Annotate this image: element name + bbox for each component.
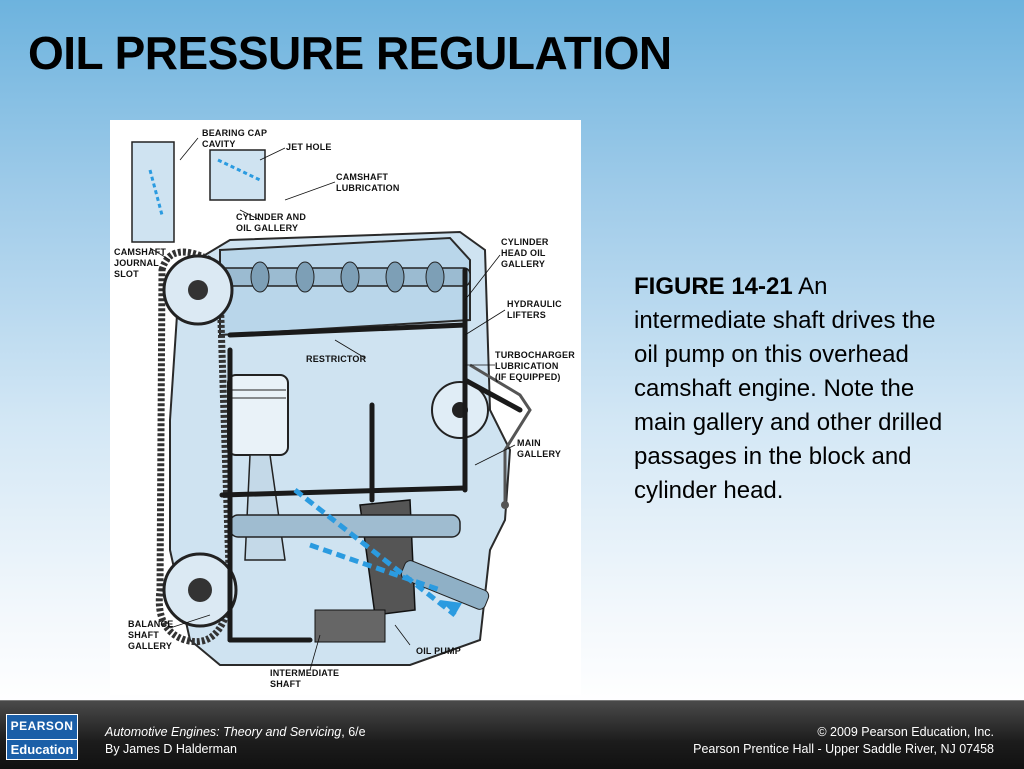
camshaft-bearing-inset — [131, 141, 175, 243]
pearson-logo: PEARSON Education — [6, 714, 78, 760]
lifter-inset — [209, 149, 266, 201]
piston — [227, 374, 289, 456]
label-bearing-cap: BEARING CAP — [202, 128, 267, 138]
book-info: Automotive Engines: Theory and Servicing… — [105, 724, 366, 758]
caption-text: An intermediate shaft drives the oil pum… — [634, 273, 943, 504]
turbocharger-oil-line — [469, 363, 532, 505]
intermediate-shaft — [400, 560, 490, 610]
label-balance-gallery: GALLERY — [128, 641, 172, 651]
label-camshaft-journal: CAMSHAFT — [114, 247, 166, 257]
label-restrictor: RESTRICTOR — [306, 354, 367, 364]
label-cylinder-and: CYLINDER AND — [236, 212, 306, 222]
oil-flow-arrowhead — [440, 600, 462, 615]
label-hydraulic: HYDRAULIC — [507, 299, 562, 309]
label-oil-pump: OIL PUMP — [416, 646, 461, 656]
publisher-text: Pearson Prentice Hall - Upper Saddle Riv… — [693, 742, 994, 756]
logo-education-text: Education — [7, 739, 77, 757]
book-edition: , 6/e — [341, 725, 366, 739]
label-intermediate-shaft: SHAFT — [270, 679, 301, 689]
label-slot: SLOT — [114, 269, 139, 279]
figure-caption: FIGURE 14-21 An intermediate shaft drive… — [634, 270, 964, 508]
engine-cutaway-illustration: BEARING CAP CAVITY JET HOLE CAMSHAFT LUB… — [114, 128, 575, 689]
oil-pan-pickup — [314, 609, 386, 643]
label-balance: BALANCE — [128, 619, 173, 629]
oil-flow-arrows — [293, 488, 457, 617]
label-cylinder: CYLINDER — [501, 237, 549, 247]
book-author: By James D Halderman — [105, 742, 237, 756]
label-journal: JOURNAL — [114, 258, 159, 268]
label-jet-hole: JET HOLE — [286, 142, 332, 152]
logo-pearson-text: PEARSON — [10, 719, 74, 733]
label-intermediate: INTERMEDIATE — [270, 668, 339, 678]
book-title: Automotive Engines: Theory and Servicing — [105, 725, 342, 739]
label-oil-gallery: OIL GALLERY — [236, 223, 298, 233]
label-camshaft: CAMSHAFT — [336, 172, 388, 182]
label-turbocharger: TURBOCHARGER — [495, 350, 575, 360]
label-if-equipped: (IF EQUIPPED) — [495, 372, 561, 382]
engine-diagram-figure: BEARING CAP CAVITY JET HOLE CAMSHAFT LUB… — [110, 120, 581, 695]
label-head-oil: HEAD OIL — [501, 248, 546, 258]
footer-bar: PEARSON Education Automotive Engines: Th… — [0, 700, 1024, 769]
label-main-gallery: GALLERY — [517, 449, 561, 459]
label-gallery: GALLERY — [501, 259, 545, 269]
label-shaft: SHAFT — [128, 630, 159, 640]
figure-number: FIGURE 14-21 — [634, 273, 793, 300]
label-camshaft-lubrication: LUBRICATION — [336, 183, 400, 193]
label-main: MAIN — [517, 438, 541, 448]
leader-lines — [149, 137, 516, 671]
oil-passages — [219, 267, 523, 643]
cam-lobes — [250, 261, 445, 293]
label-bearing-cap-cavity: CAVITY — [202, 139, 236, 149]
publisher-info: © 2009 Pearson Education, Inc. Pearson P… — [693, 724, 994, 758]
timing-belt — [155, 248, 234, 645]
copyright-text: © 2009 Pearson Education, Inc. — [817, 725, 994, 739]
slide-title: OIL PRESSURE REGULATION — [28, 27, 672, 79]
label-turbo-lubrication: LUBRICATION — [495, 361, 559, 371]
label-lifters: LIFTERS — [507, 310, 546, 320]
